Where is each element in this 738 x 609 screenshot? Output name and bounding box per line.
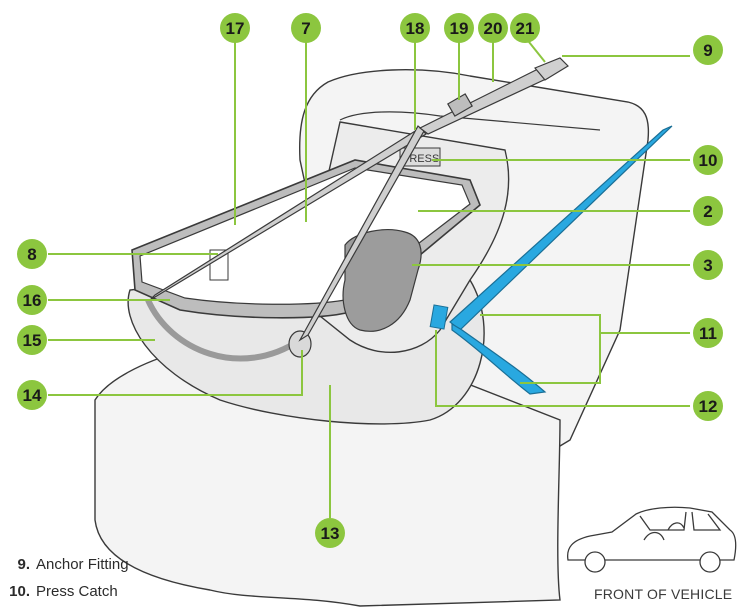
svg-text:14: 14 <box>23 386 42 405</box>
svg-text:18: 18 <box>406 19 425 38</box>
svg-text:11: 11 <box>699 324 717 343</box>
callout-16: 16 <box>17 285 47 315</box>
callout-21: 21 <box>510 13 540 43</box>
callout-badges: 17 7 18 19 20 21 9 10 <box>17 13 723 548</box>
leader-lines <box>48 41 690 518</box>
seat-crease <box>339 111 601 131</box>
callout-20: 20 <box>478 13 508 43</box>
anchor-fitting <box>534 57 569 81</box>
carrier-shell: PRESS <box>127 121 510 425</box>
leader-21 <box>528 41 546 63</box>
legend-label: Press Catch <box>36 583 118 600</box>
leader-11 <box>480 314 690 384</box>
handle-pivot-knob <box>288 330 312 358</box>
callout-9: 9 <box>693 35 723 65</box>
callout-12: 12 <box>693 391 723 421</box>
svg-text:20: 20 <box>484 19 503 38</box>
svg-text:13: 13 <box>321 524 340 543</box>
svg-text:7: 7 <box>301 19 310 38</box>
callout-11: 11 <box>693 318 723 348</box>
legend-label: Anchor Fitting <box>36 556 129 573</box>
leader-14 <box>48 350 303 396</box>
carrier-hood <box>342 229 422 332</box>
svg-text:17: 17 <box>226 19 245 38</box>
legend-item-10: 10. Press Catch <box>4 583 118 600</box>
svg-text:9: 9 <box>703 41 712 60</box>
svg-text:21: 21 <box>516 19 535 38</box>
callout-18: 18 <box>400 13 430 43</box>
legend-number: 9. <box>17 556 30 573</box>
leader-12 <box>435 330 690 407</box>
front-of-vehicle-label: FRONT OF VEHICLE <box>594 586 733 602</box>
callout-3: 3 <box>693 250 723 280</box>
callout-8: 8 <box>17 239 47 269</box>
svg-text:19: 19 <box>450 19 469 38</box>
top-tether-strap <box>149 57 569 342</box>
callout-2: 2 <box>693 196 723 226</box>
callout-7: 7 <box>291 13 321 43</box>
belt-buckle <box>429 304 449 330</box>
svg-text:16: 16 <box>23 291 42 310</box>
press-catch-text: PRESS <box>402 153 439 165</box>
svg-text:3: 3 <box>703 256 712 275</box>
legend-number: 10. <box>9 583 30 600</box>
callout-10: 10 <box>693 145 723 175</box>
vehicle-belt <box>429 125 673 395</box>
carry-handle <box>145 298 302 362</box>
tether-adjuster <box>447 93 473 117</box>
callout-15: 15 <box>17 325 47 355</box>
callout-19: 19 <box>444 13 474 43</box>
svg-text:8: 8 <box>27 245 36 264</box>
callout-14: 14 <box>17 380 47 410</box>
svg-text:15: 15 <box>23 331 42 350</box>
svg-text:10: 10 <box>699 151 718 170</box>
car-side-icon <box>566 506 737 573</box>
callout-13: 13 <box>315 518 345 548</box>
callout-17: 17 <box>220 13 250 43</box>
svg-text:12: 12 <box>699 397 718 416</box>
svg-text:2: 2 <box>703 202 712 221</box>
legend-item-9: 9. Anchor Fitting <box>4 556 129 573</box>
belt-lower <box>451 322 547 395</box>
